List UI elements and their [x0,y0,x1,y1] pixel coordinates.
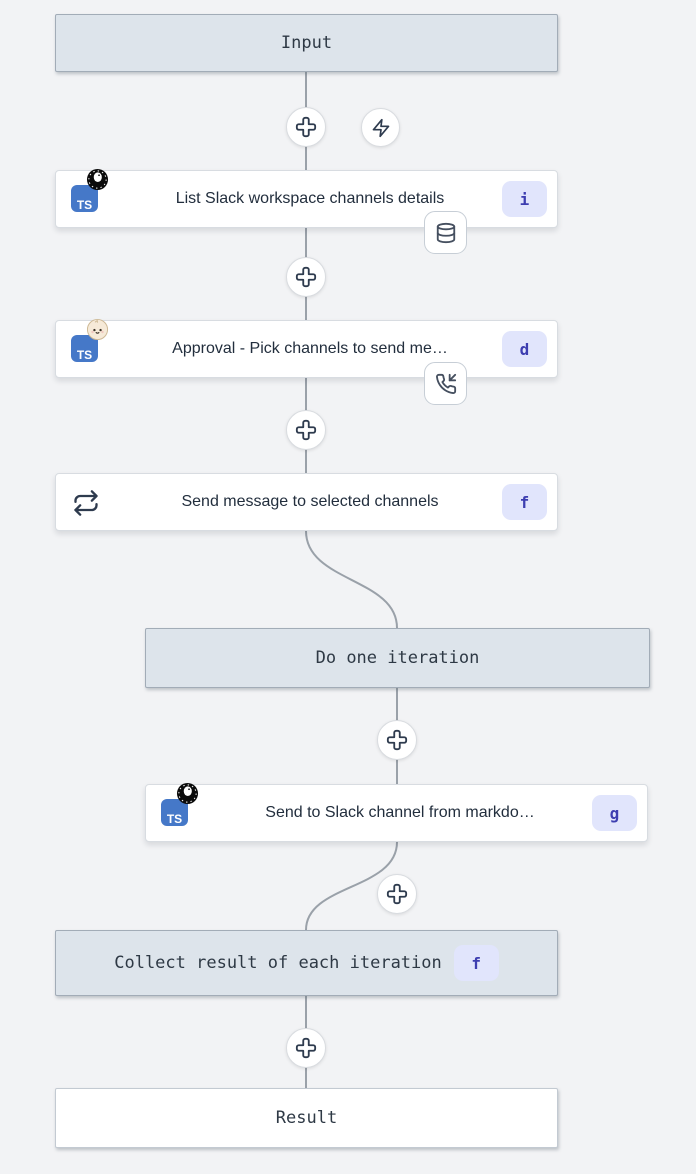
ts-logo-text: TS [166,812,183,826]
zap-icon [372,118,389,137]
insert-step-button[interactable] [286,410,326,450]
flow-step-list-slack-channels[interactable]: TS List Slack workspace channels details… [55,168,558,228]
step-icon-area: TS [56,318,118,377]
iteration-box[interactable]: Do one iteration [145,628,650,688]
input-box[interactable]: Input [55,14,558,72]
insert-step-button[interactable] [286,107,326,147]
cross-plus-icon [295,116,317,138]
collect-result-box[interactable]: Collect result of each iteration f [55,930,558,996]
typescript-icon: TS [161,799,188,826]
cross-plus-icon [386,729,408,751]
step-id-badge: i [502,181,547,217]
deno-icon [86,168,109,191]
ts-logo-text: TS [76,198,93,212]
add-trigger-button[interactable] [361,108,400,147]
step-id-badge: g [592,795,637,831]
step-id-badge: f [502,484,547,520]
step-title: Approval - Pick channels to send me… [172,340,448,357]
step-icon-area [56,474,118,530]
step-title: Send message to selected channels [181,493,439,510]
insert-step-button[interactable] [286,257,326,297]
phone-incoming-icon [435,373,456,394]
flow-step-send-to-slack-channel[interactable]: TS Send to Slack channel from markdo… g [145,782,648,842]
iteration-label: Do one iteration [315,648,480,668]
cross-plus-icon [295,419,317,441]
step-id-badge: d [502,331,547,367]
bun-icon [86,318,109,341]
step-title: Send to Slack channel from markdo… [265,804,535,821]
step-icon-area: TS [56,168,118,227]
step-title: List Slack workspace channels details [175,190,445,207]
step-id-badge: f [453,945,499,981]
typescript-icon: TS [71,185,98,212]
cross-plus-icon [386,883,408,905]
cross-plus-icon [295,1037,317,1059]
cache-chip [424,211,467,254]
flow-step-forloop-send-message[interactable]: Send message to selected channels f [55,473,558,531]
deno-icon [176,782,199,805]
insert-step-button[interactable] [377,720,417,760]
collect-result-label: Collect result of each iteration [114,953,442,973]
input-label: Input [280,33,333,53]
result-box[interactable]: Result [55,1088,558,1148]
ts-logo-text: TS [76,348,93,362]
flow-step-approval-pick-channels[interactable]: TS Approval - Pick channels to send me… … [55,318,558,378]
result-label: Result [275,1108,338,1128]
insert-step-button[interactable] [286,1028,326,1068]
cross-plus-icon [295,266,317,288]
typescript-icon: TS [71,335,98,362]
insert-step-button[interactable] [377,874,417,914]
suspend-chip [424,362,467,405]
database-icon [436,222,455,243]
step-icon-area: TS [146,782,208,841]
repeat-icon [74,490,98,516]
